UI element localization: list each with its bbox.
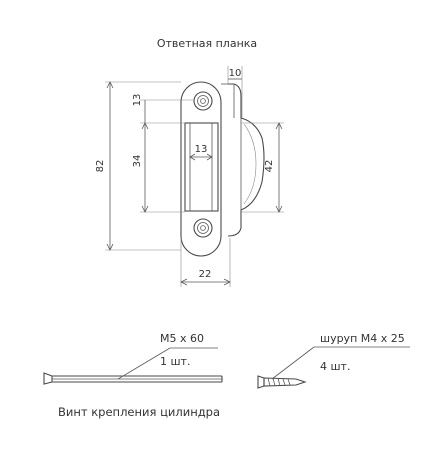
strike-plate bbox=[180, 81, 265, 257]
lip-shading bbox=[243, 123, 257, 205]
plate-outline bbox=[180, 81, 222, 257]
dim-total-height: 82 bbox=[95, 160, 106, 173]
dim-lip-width: 10 bbox=[229, 68, 242, 79]
dim-hole-offset: 13 bbox=[132, 94, 143, 107]
m4-screw-qty: 4 шт. bbox=[320, 360, 350, 373]
latch-slot bbox=[184, 122, 219, 212]
m4-screw-label: шуруп М4 х 25 bbox=[320, 332, 405, 345]
dim-plate-width: 22 bbox=[199, 269, 212, 280]
bottom-screw-hole bbox=[193, 218, 213, 238]
cylinder-screw-caption: Винт крепления цилиндра bbox=[58, 405, 220, 419]
wood-screw-drawing bbox=[257, 346, 410, 389]
m5-screw-label: М5 х 60 bbox=[160, 332, 204, 345]
dimension-lines bbox=[105, 66, 284, 287]
m4-screw-head bbox=[257, 375, 265, 389]
drawing-title: Ответная планка bbox=[157, 37, 257, 50]
dim-slot-width: 13 bbox=[195, 144, 208, 155]
dim-slot-height: 34 bbox=[132, 155, 143, 168]
top-screw-hole bbox=[193, 91, 213, 111]
plate-lip bbox=[227, 83, 265, 237]
m5-screw-qty: 1 шт. bbox=[160, 355, 190, 368]
m5-screw-head bbox=[43, 372, 53, 385]
cylinder-screw-drawing bbox=[43, 347, 223, 385]
dim-lip-height: 42 bbox=[264, 160, 275, 173]
